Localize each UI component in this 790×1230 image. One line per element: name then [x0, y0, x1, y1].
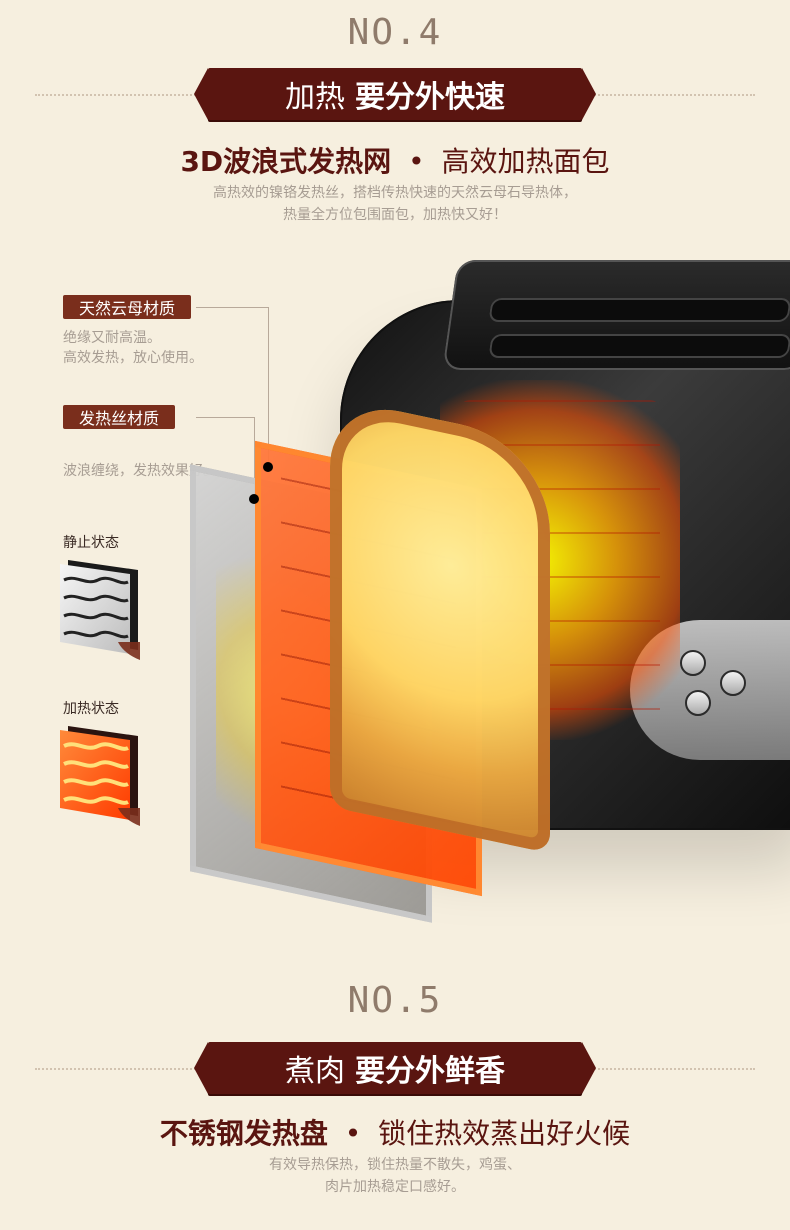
- dotted-divider-left: [35, 94, 203, 96]
- mica-description: 绝缘又耐高温。 高效发热，放心使用。: [63, 328, 203, 368]
- static-wave-icon: [60, 560, 140, 660]
- headline-rest-2: 锁住热效蒸出好火候: [378, 1117, 631, 1150]
- wire-leader-line: [196, 417, 254, 418]
- section-ribbon-heating: 加热 要分外快速: [194, 68, 596, 120]
- heating-wire-tag: 发热丝材质: [63, 405, 176, 429]
- dotted-divider-right-2: [587, 1068, 755, 1070]
- toaster-slot-2: [488, 334, 790, 358]
- subtext-2-line-2: 肉片加热稳定口感好。: [325, 1179, 465, 1195]
- section-headline-2: 不锈钢发热盘 • 锁住热效蒸出好火候: [0, 1112, 790, 1152]
- wire-marker-dot: [249, 494, 259, 504]
- ribbon-bold-text-2: 要分外鲜香: [355, 1054, 505, 1089]
- subtext-2-line-1: 有效导热保热，锁住热量不散失，鸡蛋、: [269, 1157, 521, 1173]
- section-subtext-2: 有效导热保热，锁住热量不散失，鸡蛋、 肉片加热稳定口感好。: [0, 1154, 790, 1198]
- subtext-line-2: 热量全方位包围面包，加热快又好！: [283, 207, 507, 223]
- toaster-slot-1: [488, 298, 790, 322]
- wire-description: 波浪缠绕，发热效果好。: [63, 463, 217, 479]
- mica-leader-vline: [268, 307, 269, 467]
- ribbon-bold-text: 要分外快速: [355, 80, 505, 115]
- panel-button-2-icon: [720, 670, 746, 696]
- mica-description-line-2: 高效发热，放心使用。: [63, 350, 203, 366]
- section-number-5: NO.5: [347, 980, 443, 1021]
- mica-material-tag: 天然云母材质: [63, 295, 192, 319]
- mica-marker-dot: [263, 462, 273, 472]
- headline-bold: 3D波浪式发热网: [180, 145, 392, 178]
- panel-button-1-icon: [680, 650, 706, 676]
- ribbon-light-text: 加热: [285, 80, 345, 115]
- toast-slice: [330, 396, 550, 854]
- dotted-divider-left-2: [35, 1068, 203, 1070]
- ribbon-light-text-2: 煮肉: [285, 1054, 345, 1089]
- static-state-label: 静止状态: [63, 535, 119, 551]
- mica-description-line-1: 绝缘又耐高温。: [63, 330, 161, 346]
- section-ribbon-cooking: 煮肉 要分外鲜香: [194, 1042, 596, 1094]
- mica-leader-line: [196, 307, 268, 308]
- section-subtext: 高热效的镍铬发热丝，搭档传热快速的天然云母石导热体， 热量全方位包围面包，加热快…: [0, 182, 790, 226]
- section-number-4: NO.4: [347, 12, 443, 53]
- headline-bold-2: 不锈钢发热盘: [159, 1117, 328, 1150]
- dotted-divider-right: [587, 94, 755, 96]
- heating-wave-icon: [60, 726, 140, 826]
- heating-state-label: 加热状态: [63, 701, 119, 717]
- headline-bullet-2: •: [344, 1117, 362, 1150]
- subtext-line-1: 高热效的镍铬发热丝，搭档传热快速的天然云母石导热体，: [213, 185, 577, 201]
- panel-button-3-icon: [685, 690, 711, 716]
- headline-rest: 高效加热面包: [441, 145, 610, 178]
- headline-bullet: •: [408, 145, 425, 178]
- section-headline: 3D波浪式发热网 • 高效加热面包: [0, 140, 790, 180]
